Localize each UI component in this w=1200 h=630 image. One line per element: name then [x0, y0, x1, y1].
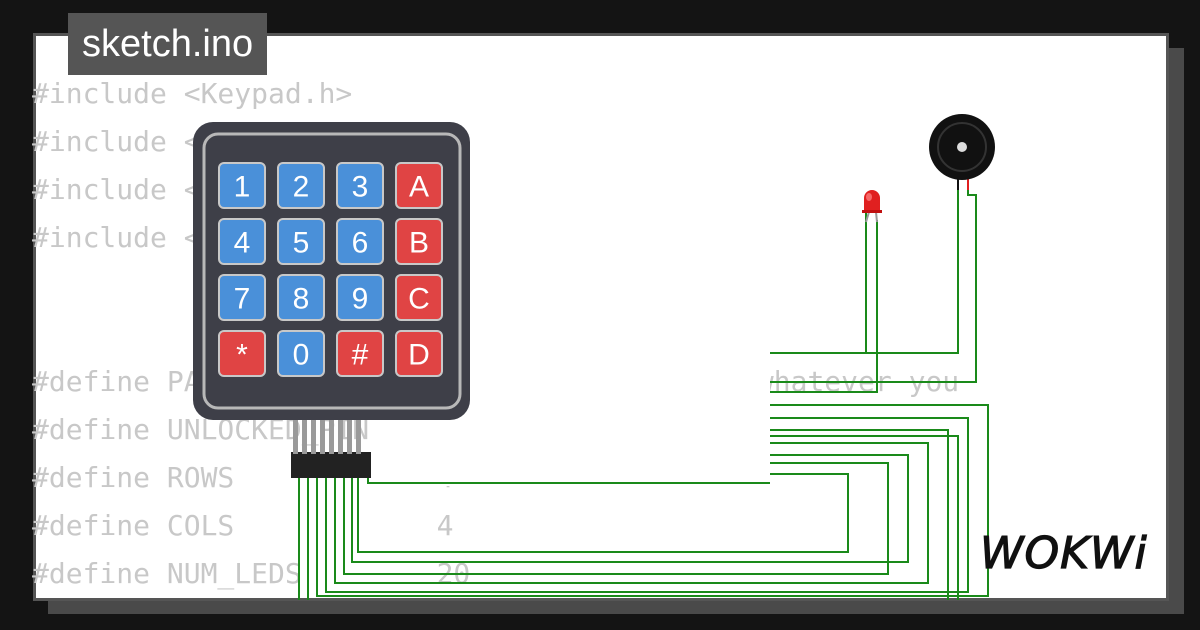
keypad-key[interactable]: D [395, 330, 443, 377]
wokwi-logo-icon: WOKWi [979, 527, 1148, 579]
keypad-key[interactable]: 2 [277, 162, 325, 209]
keypad-key[interactable]: * [218, 330, 266, 377]
code-line: #include <Keypad.h> [32, 77, 353, 110]
keypad-key-label: 6 [352, 227, 369, 260]
led-icon [862, 190, 882, 223]
keypad-key[interactable]: 7 [218, 274, 266, 321]
keypad-key-label: A [409, 171, 429, 204]
keypad-key[interactable]: 3 [336, 162, 384, 209]
wire-key-7 [351, 454, 909, 563]
keypad-key[interactable]: A [395, 162, 443, 209]
keypad-key-label: 3 [352, 171, 369, 204]
wires [298, 186, 989, 600]
wire-led-a [770, 212, 867, 354]
keypad-key-label: # [352, 339, 369, 372]
keypad-key-label: B [409, 227, 429, 260]
keypad-key-label: 5 [293, 227, 310, 260]
keypad-key-label: * [236, 339, 248, 372]
keypad-key[interactable]: 9 [336, 274, 384, 321]
keypad-key-label: C [408, 283, 430, 316]
wokwi-logo-text: WOKWi [980, 528, 1148, 579]
keypad-key[interactable]: 4 [218, 218, 266, 265]
keypad-key[interactable]: 1 [218, 162, 266, 209]
keypad-key-label: 2 [293, 171, 310, 204]
keypad-connector [291, 452, 371, 478]
wire-key-6 [343, 462, 889, 575]
wire-key-5 [334, 442, 929, 584]
keypad-inner [202, 132, 462, 410]
wire-key-4 [325, 417, 969, 593]
keypad-key[interactable]: 6 [336, 218, 384, 265]
buzzer-icon [929, 114, 995, 190]
keypad-key-label: 7 [234, 283, 251, 316]
wire-buzzer-b [770, 186, 977, 383]
wire-key-3 [316, 404, 989, 597]
keypad-icon: 1 2 3 A 4 5 6 B 7 8 9 C * 0 # D [193, 122, 470, 478]
wire-key-11 [770, 435, 959, 600]
keypad-key-label: 8 [293, 283, 310, 316]
keypad-key[interactable]: C [395, 274, 443, 321]
code-line: #define COLS 4 [32, 509, 454, 542]
file-name-label: sketch.ino [68, 13, 268, 75]
wire-led-b [770, 220, 878, 393]
keypad-key-label: 9 [352, 283, 369, 316]
keypad-key[interactable]: B [395, 218, 443, 265]
wire-key-8 [357, 466, 849, 553]
keypad-key[interactable]: # [336, 330, 384, 377]
keypad-key[interactable]: 8 [277, 274, 325, 321]
keypad-key-label: 0 [293, 339, 310, 372]
keypad-key[interactable]: 5 [277, 218, 325, 265]
keypad-key-label: D [408, 339, 430, 372]
keypad-key-label: 4 [234, 227, 251, 260]
keypad-pins [293, 418, 361, 454]
keypad-key-label: 1 [234, 171, 251, 204]
wire-key-10 [770, 429, 949, 600]
wire-buzzer-a [770, 188, 959, 354]
keypad-key[interactable]: 0 [277, 330, 325, 377]
